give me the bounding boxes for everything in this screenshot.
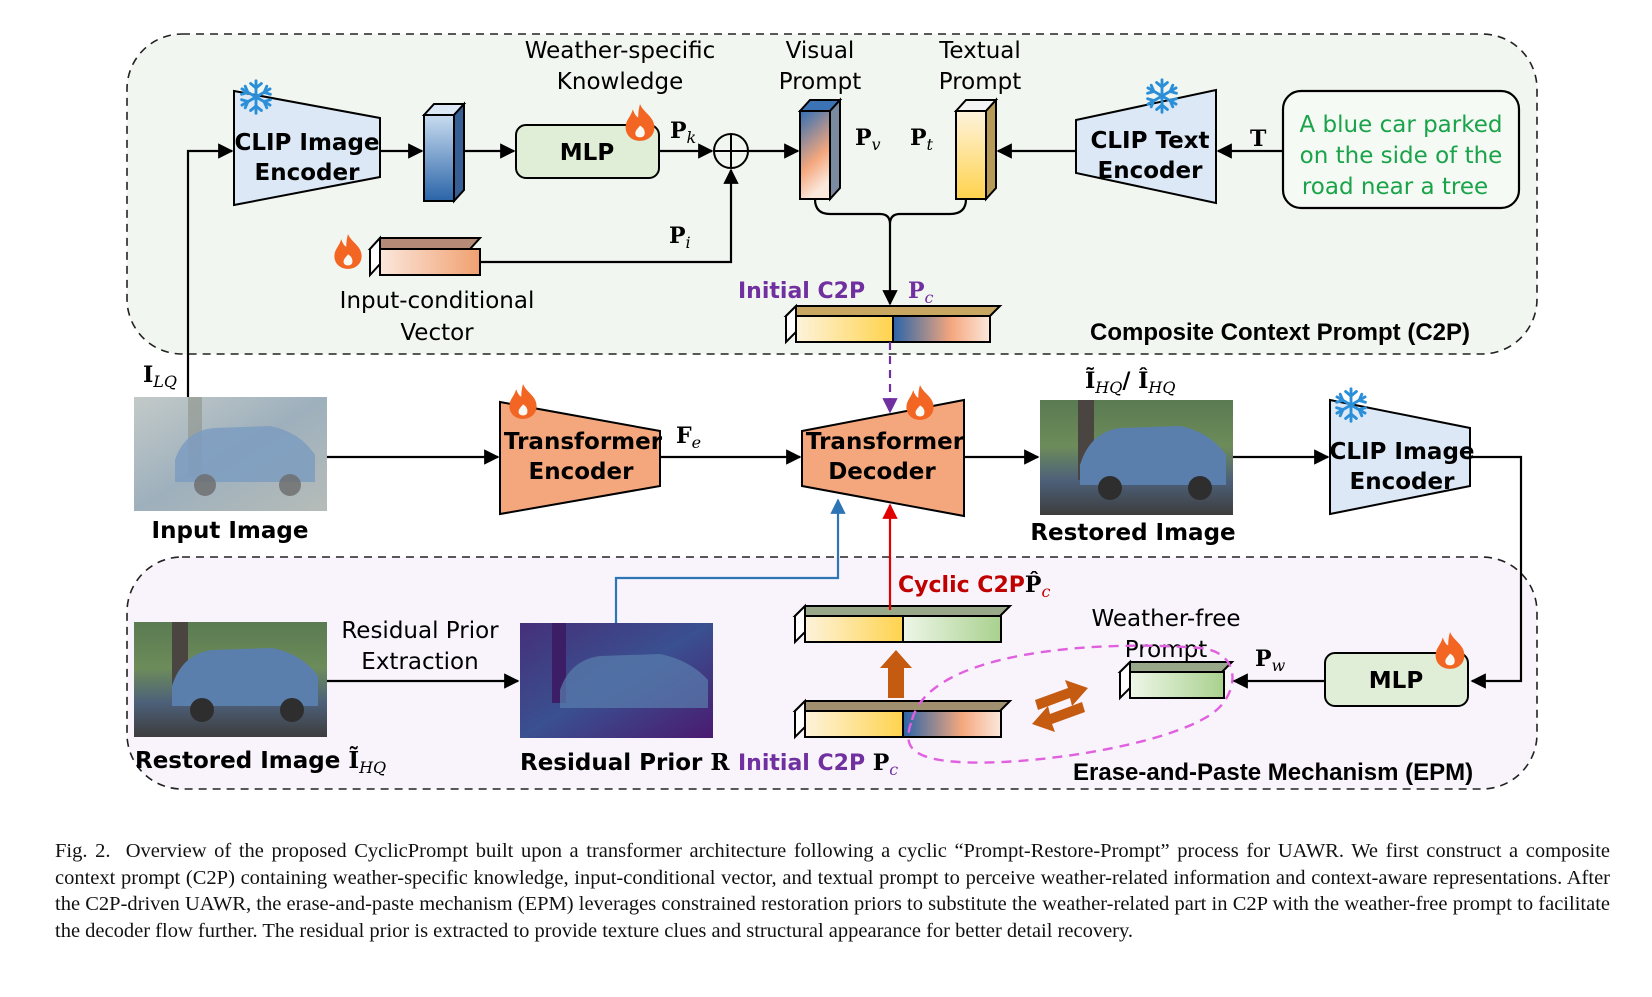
textual-prompt-label: Textual xyxy=(938,38,1021,64)
restored-image-label-epm: Restored Image ĨHQ xyxy=(135,747,386,777)
clip-image-encoder-bottom: CLIP Image Encoder xyxy=(1329,398,1475,516)
epm-region xyxy=(126,556,1538,790)
caption-text: Overview of the proposed CyclicPrompt bu… xyxy=(55,840,1611,942)
epm-title: Erase-and-Paste Mechanism (EPM) xyxy=(1073,759,1473,786)
pk-label: Pk xyxy=(670,118,696,147)
input-vector-label-2: Vector xyxy=(400,320,474,346)
clip-text-encoder: CLIP Text Encoder xyxy=(1075,88,1217,205)
t-label: T xyxy=(1250,126,1267,152)
clip-image-encoder-top: CLIP Image Encoder xyxy=(233,89,381,207)
svg-text:MLP: MLP xyxy=(1369,668,1423,694)
c2p-title: Composite Context Prompt (C2P) xyxy=(1090,319,1470,346)
initial-c2p-block-top xyxy=(783,303,1003,345)
textual-prompt-block xyxy=(953,97,999,202)
svg-text:Encoder: Encoder xyxy=(255,160,361,186)
input-conditional-vector-block xyxy=(367,235,483,278)
weather-free-label-2: Prompt xyxy=(1125,637,1208,663)
svg-text:on the side of the: on the side of the xyxy=(1300,143,1503,169)
mlp-bottom: MLP xyxy=(1324,652,1469,707)
residual-prior-image xyxy=(520,623,713,738)
caption-label: Fig. 2. xyxy=(55,840,111,862)
restored-image-main xyxy=(1040,400,1233,515)
pc-label-top: Pc xyxy=(908,278,934,307)
textual-prompt-label-2: Prompt xyxy=(939,69,1022,95)
svg-text:Encoder: Encoder xyxy=(1350,469,1456,495)
weather-free-label: Weather-free xyxy=(1091,606,1240,632)
svg-text:Encoder: Encoder xyxy=(1098,158,1204,184)
restored-image-epm xyxy=(134,622,327,737)
figure-caption: Fig. 2. Overview of the proposed CyclicP… xyxy=(55,838,1610,944)
svg-text:Encoder: Encoder xyxy=(529,459,635,485)
visual-prompt-block xyxy=(797,97,843,202)
erase-paste-ellipse xyxy=(907,644,1234,764)
flame-icon xyxy=(906,385,934,420)
svg-text:Transformer: Transformer xyxy=(504,429,663,455)
pi-label: Pi xyxy=(669,223,691,252)
cyclic-c2p-block xyxy=(792,603,1013,645)
connectors-c2p xyxy=(186,143,1283,400)
image-feature-block xyxy=(421,101,467,204)
svg-text:Decoder: Decoder xyxy=(828,459,936,485)
transformer-encoder: Transformer Encoder xyxy=(499,400,663,516)
connectors-epm xyxy=(327,498,1325,689)
initial-c2p-label-bottom: Initial C2P Pc xyxy=(738,750,898,779)
flame-icon xyxy=(509,384,537,419)
swap-arrows-icon xyxy=(1032,680,1088,732)
input-vector-label: Input-conditional xyxy=(340,288,535,314)
circle-plus-icon xyxy=(713,133,749,169)
svg-text:road near a tree: road near a tree xyxy=(1302,174,1488,200)
weather-free-prompt-block xyxy=(1117,659,1235,701)
ilq-label: ILQ xyxy=(143,362,177,391)
svg-text:CLIP Image: CLIP Image xyxy=(1329,439,1474,465)
pt-label: Pt xyxy=(910,125,934,154)
visual-prompt-label-2: Prompt xyxy=(779,69,862,95)
residual-extraction-label: Residual Prior xyxy=(341,618,499,644)
cyclic-c2p-label: Cyclic C2PP̂c xyxy=(898,572,1050,601)
fe-label: Fe xyxy=(676,423,701,452)
initial-c2p-block-bottom xyxy=(792,698,1013,740)
svg-text:CLIP Image: CLIP Image xyxy=(234,130,379,156)
residual-prior-label: Residual Prior R xyxy=(520,749,730,776)
weather-knowledge-label: Weather-specific xyxy=(525,38,716,64)
cyclicprompt-diagram: Composite Context Prompt (C2P) Erase-and… xyxy=(126,33,1538,790)
visual-prompt-label: Visual xyxy=(786,38,855,64)
weather-knowledge-label-2: Knowledge xyxy=(557,69,683,95)
connectors-main xyxy=(327,449,1523,689)
ihq-label: ĨHQ/ ÎHQ xyxy=(1085,367,1175,397)
svg-text:A blue car parked: A blue car parked xyxy=(1300,112,1503,138)
input-image xyxy=(134,397,327,511)
pw-label: Pw xyxy=(1255,646,1286,675)
residual-extraction-label-2: Extraction xyxy=(361,649,478,675)
svg-text:CLIP Text: CLIP Text xyxy=(1090,128,1209,154)
pv-label: Pv xyxy=(855,125,881,154)
update-arrow-icon xyxy=(880,650,912,698)
text-prompt-box: A blue car parked on the side of the roa… xyxy=(1281,89,1521,210)
mlp-top: MLP xyxy=(515,124,660,179)
svg-text:Transformer: Transformer xyxy=(806,429,965,455)
transformer-decoder: Transformer Decoder xyxy=(801,398,965,518)
input-image-label: Input Image xyxy=(152,518,309,544)
initial-c2p-label-top: Initial C2P xyxy=(738,279,865,304)
restored-image-label-main: Restored Image xyxy=(1030,520,1235,546)
svg-text:MLP: MLP xyxy=(560,140,614,166)
